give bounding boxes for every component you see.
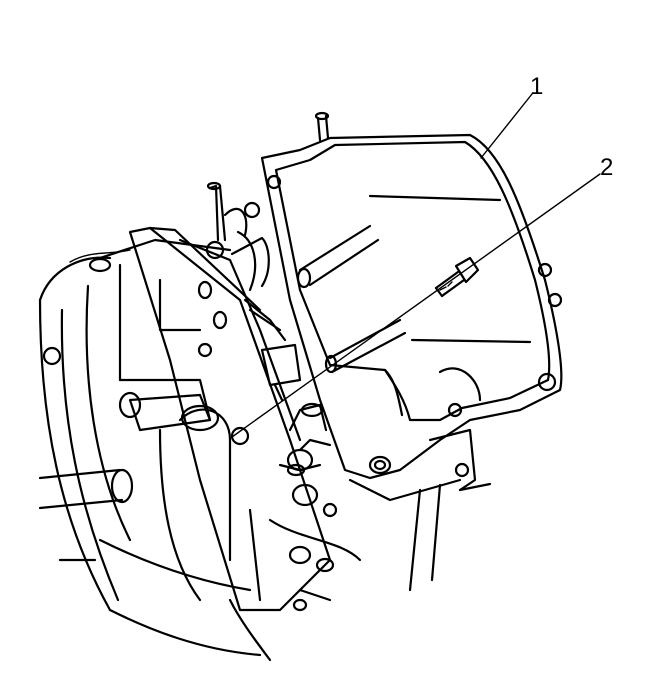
callout-2-leader xyxy=(231,173,601,438)
cover-bolt xyxy=(434,256,480,298)
callout-1-leader xyxy=(480,93,533,159)
engine-housing xyxy=(38,238,272,662)
lower-bracket xyxy=(348,428,492,592)
cover-assembly xyxy=(243,111,563,480)
callout-1-label: 1 xyxy=(530,73,543,100)
valve-body-plate xyxy=(128,226,362,612)
callout-2-label: 2 xyxy=(600,154,613,181)
wiring-harness xyxy=(206,181,302,402)
valve-body-bolts xyxy=(278,402,332,477)
